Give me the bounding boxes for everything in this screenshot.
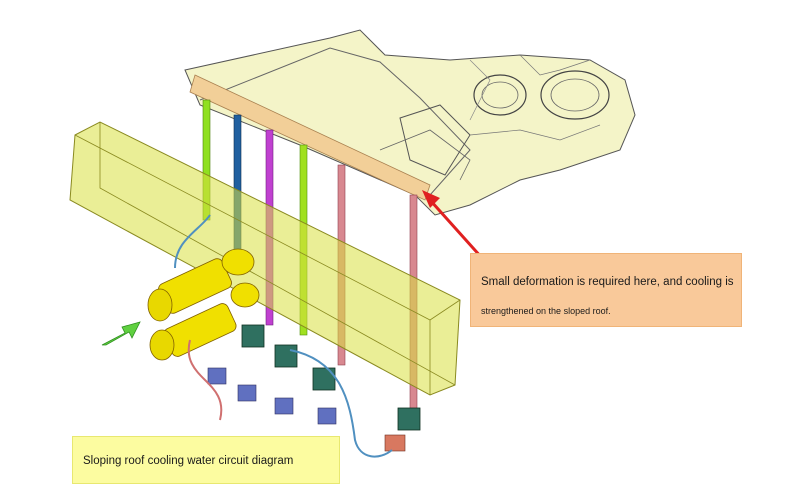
diagram-caption: Sloping roof cooling water circuit diagr… [72, 436, 340, 484]
quick-coupler-lower [149, 303, 237, 361]
caption-text: Sloping roof cooling water circuit diagr… [83, 455, 294, 467]
inlet-arrow [101, 321, 141, 346]
callout-line-1: Small deformation is required here, and … [481, 276, 734, 288]
manifold-block [69, 121, 461, 396]
valve-assemblies [147, 248, 421, 452]
roof-cooling-rail [189, 74, 431, 201]
pointer-arrow [422, 190, 484, 260]
hoses [174, 214, 393, 458]
callout-line-2: strengthened on the sloped roof. [481, 306, 611, 316]
callout-note: Small deformation is required here, and … [470, 253, 742, 327]
